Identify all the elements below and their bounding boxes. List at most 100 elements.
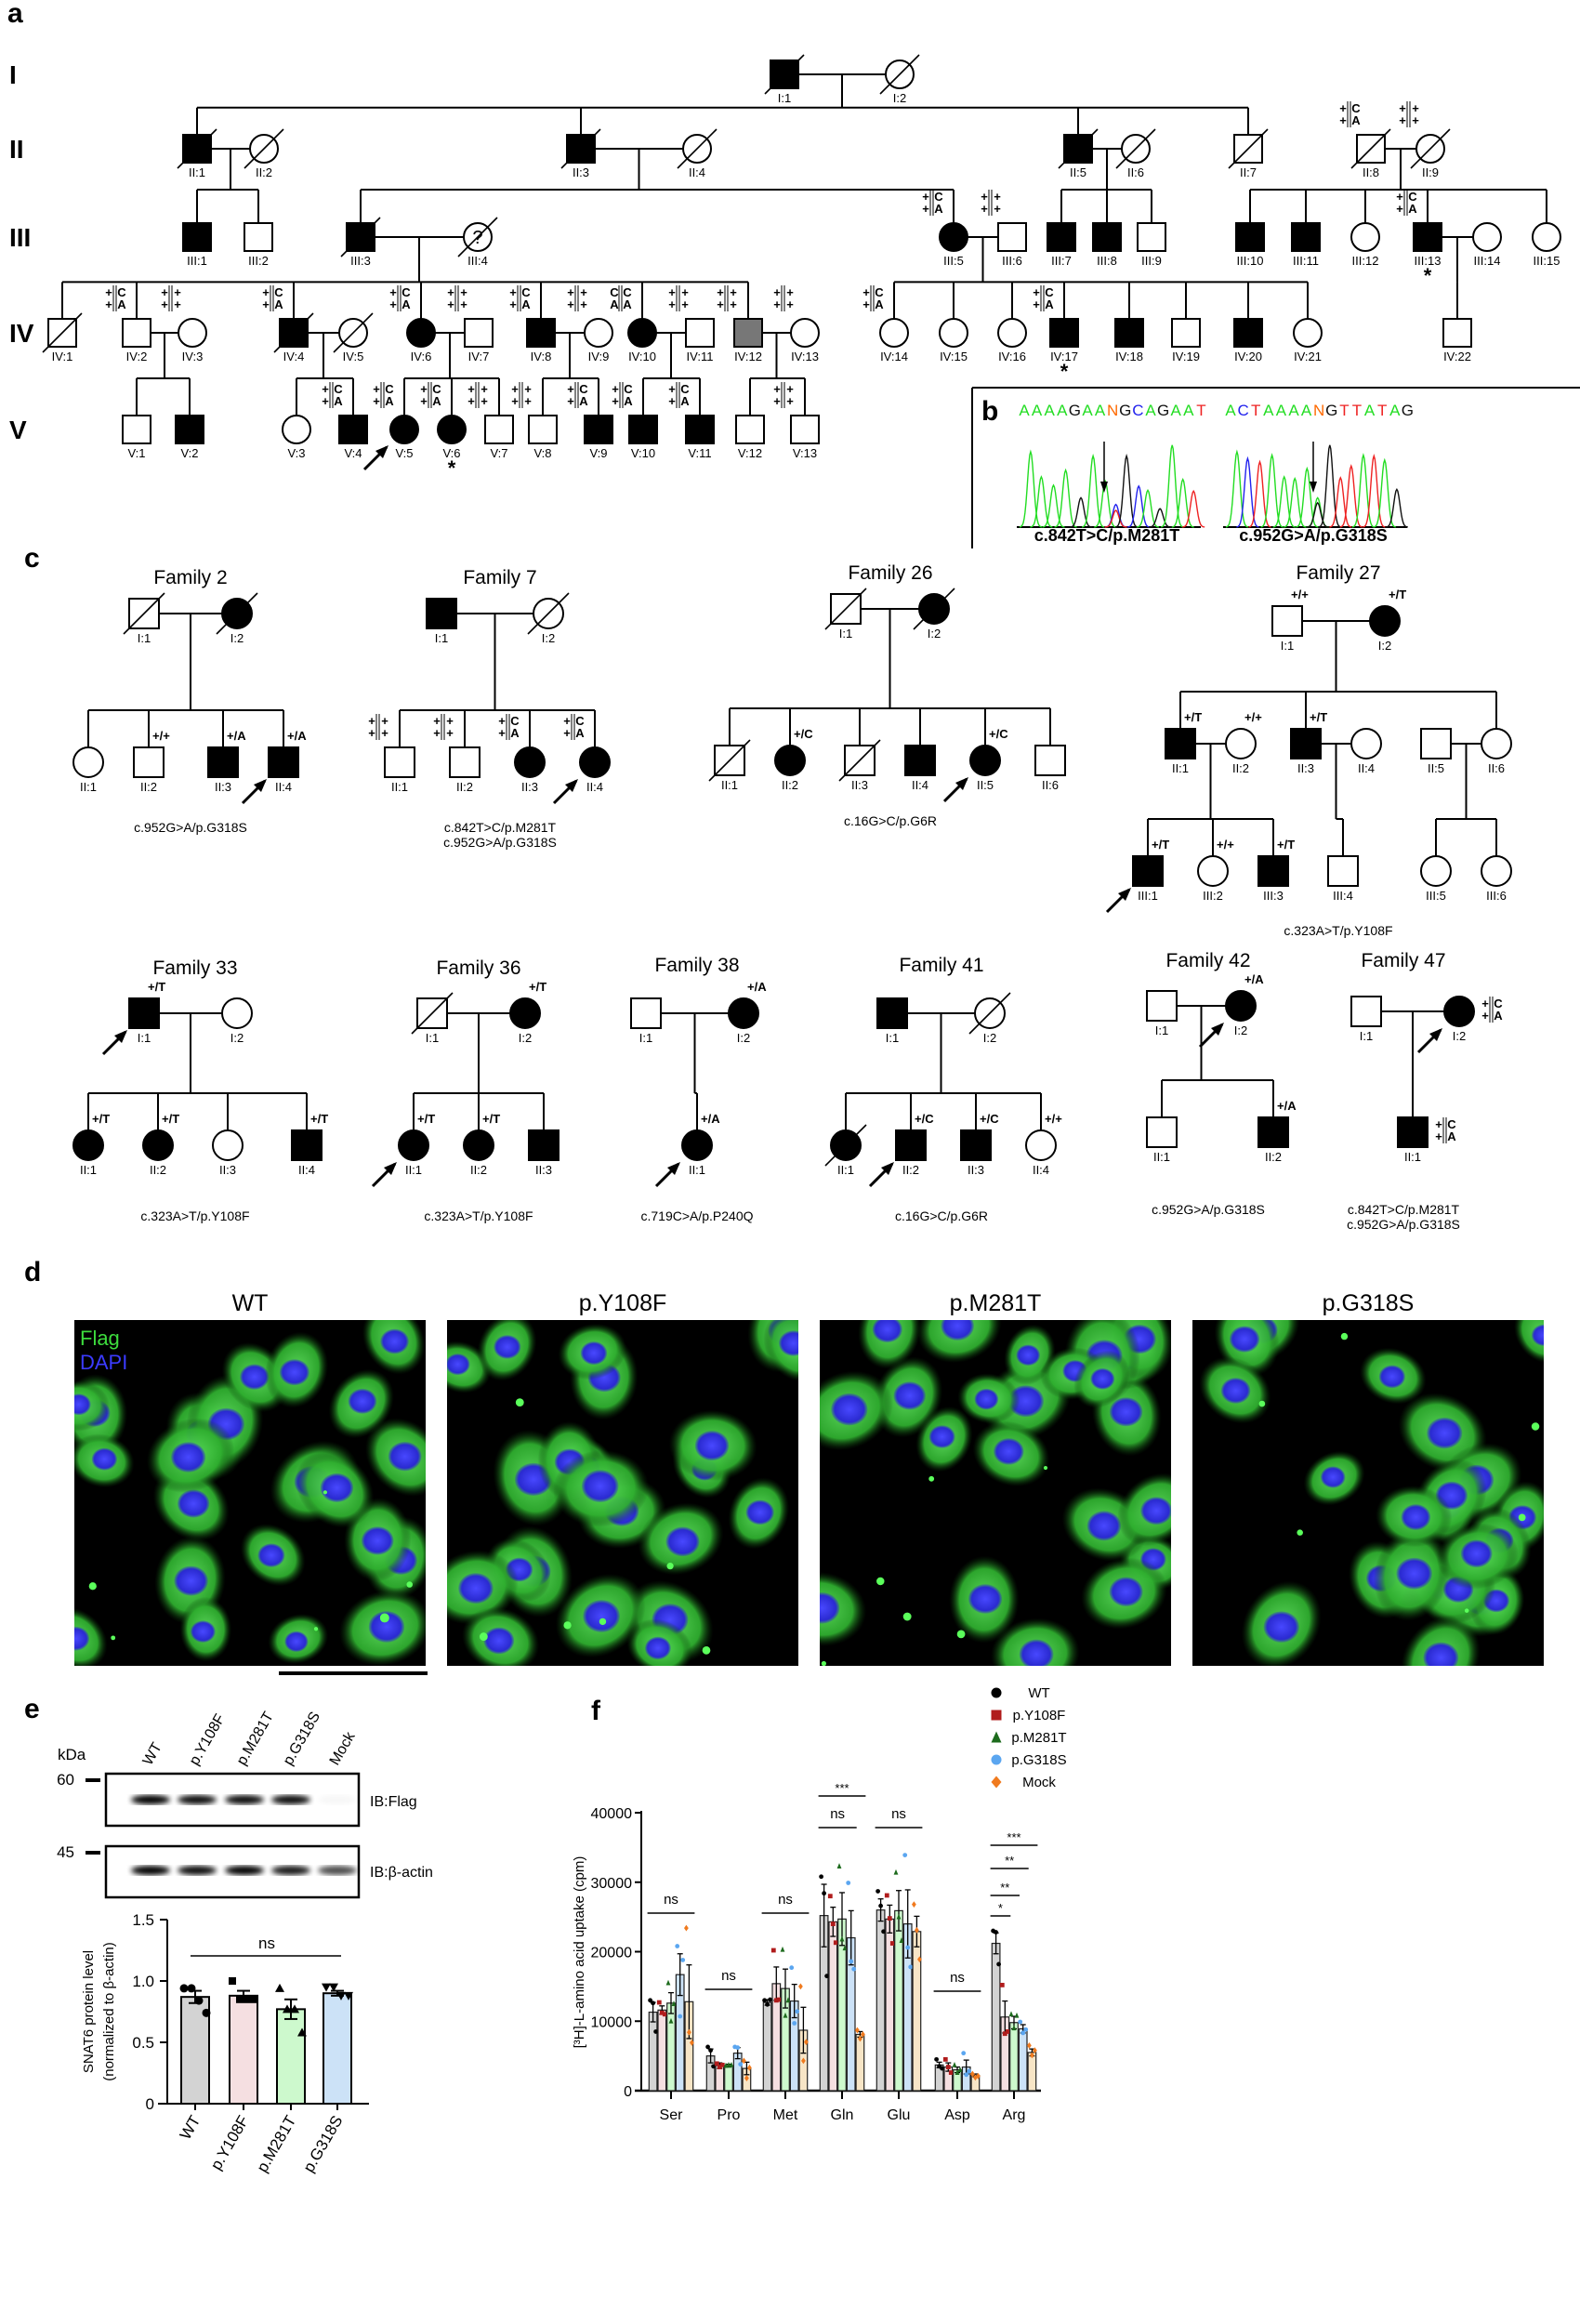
genotype-allele: A [402,297,411,311]
data-point [970,2070,975,2078]
genotype-label: +/T [310,1112,328,1126]
data-point [187,1984,196,1993]
individual-label: II:1 [1153,1150,1170,1164]
individual-label: I:2 [1378,639,1391,653]
genotype-allele: + [1339,113,1347,127]
chromatogram-peak [1054,468,1077,528]
data-point [999,1982,1005,1987]
genotype-allele: C [680,382,690,396]
proband-arrowhead [254,779,267,792]
data-point [717,2065,722,2069]
nucleus-dapi [820,1592,840,1624]
data-point [827,1894,833,1899]
data-point [804,2039,809,2046]
individual-label: III:9 [1141,254,1162,268]
genotype-allele: A [385,394,394,408]
individual-label: II:1 [80,1163,97,1177]
data-point [952,2061,957,2067]
proband-arrowhead [955,777,968,790]
chromatogram-peak [1127,484,1151,528]
genotype-allele: + [460,297,467,311]
data-point [1005,2029,1010,2034]
genotype-allele: + [1399,113,1406,127]
nucleus-dapi [583,1600,620,1632]
nucleus-dapi [361,1526,394,1555]
deceased-slash [527,592,570,635]
data-point [912,1901,916,1908]
micrograph-py108f [447,1320,798,1666]
bar-wt [762,2001,772,2092]
y-tick-label: 0.5 [132,2034,154,2052]
genotype-allele: C [610,285,619,299]
genotype-allele: A [680,394,690,408]
y-tick-label: 1.5 [132,1911,154,1929]
flag-puncta [702,1645,711,1655]
genotype-allele: + [1399,101,1406,115]
genotype-allele: + [447,285,454,299]
sequence-base: A [1045,402,1056,419]
female-symbol [282,415,311,444]
sequence-base: A [1095,402,1106,419]
significance-label: ** [1005,1854,1014,1868]
panel-label-e: e [24,1694,40,1724]
male-symbol [128,997,160,1029]
genotype-allele: + [773,297,781,311]
genotype-allele: + [773,285,781,299]
x-tick-label: Asp [944,2107,970,2123]
y-axis-label: SNAT6 protein level [81,1950,97,2073]
significance-label: ns [950,1970,965,1986]
genotype-allele: + [262,297,270,311]
female-symbol [72,1129,104,1161]
individual-label: III:7 [1051,254,1072,268]
individual-label: V:4 [344,446,362,460]
significance-label: ns [778,1892,793,1908]
data-point [708,2048,713,2053]
female-symbol [437,415,467,444]
nucleus-dapi [483,1627,515,1655]
nucleus-dapi [1109,1397,1143,1427]
cells [447,1320,798,1666]
individual-label: II:7 [1240,165,1257,179]
data-point [322,1983,331,1992]
male-symbol [630,997,662,1029]
genotype-allele: A [579,394,588,408]
female-symbol [398,1129,429,1161]
female-symbol [790,318,820,348]
genotype-allele: C [432,382,441,396]
data-point [780,1946,785,1952]
data-point [842,1945,848,1951]
genotype-allele: + [786,382,794,396]
data-point [893,1868,899,1875]
nucleus-dapi [665,1526,700,1557]
nucleus-dapi [1263,1611,1299,1643]
male-symbol [1420,728,1452,759]
female-symbol [212,1129,244,1161]
genotype-allele: + [433,714,441,728]
y-axis-label: [³H]-L-amino acid uptake (cpm) [572,1856,587,2049]
lane-label: WT [140,1740,165,1768]
individual-label: V:2 [180,446,198,460]
genotype-allele: + [612,382,619,396]
male-symbol [1235,222,1265,252]
chromatogram-peak [1296,466,1319,528]
data-point [881,1929,886,1934]
individual-label: II:4 [586,780,603,794]
data-point [678,2014,683,2019]
male-symbol [997,222,1027,252]
nucleus-dapi [1320,1466,1346,1488]
significance-label: ns [891,1806,906,1822]
individual-label: IV:9 [588,350,610,363]
female-symbol [1225,990,1257,1022]
genotype-allele: C [117,285,126,299]
data-point [785,1997,791,2003]
genotype-allele: + [161,285,168,299]
data-point [1020,2030,1026,2036]
family-family-33: Family 33c.323A>T/p.Y108FI:1+/TI:2II:1+/… [72,957,328,1223]
deceased-slash [333,312,374,353]
genotype-allele: + [567,382,574,396]
data-point [905,1945,911,1950]
nucleus-dapi [190,1620,216,1643]
genotype-allele: + [668,382,676,396]
